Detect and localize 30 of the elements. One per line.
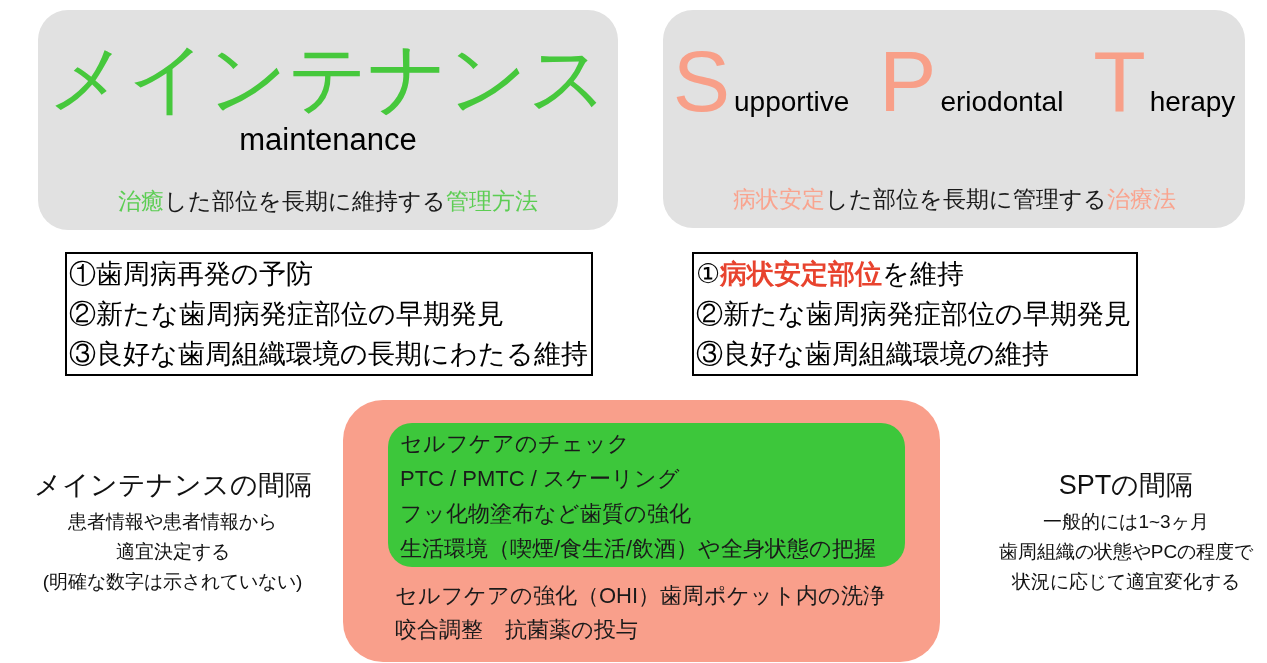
body-text: (明確な数字は示されていない) — [42, 570, 303, 594]
body-text: 患者情報や患者情報から — [68, 510, 277, 534]
list-item: ③良好な歯周組織環境の維持 — [696, 338, 1050, 371]
subtitle-text: maintenance — [239, 124, 417, 155]
section-heading: SPTの間隔 — [1058, 469, 1194, 502]
panel-text: 生活環境（喫煙/食生活/飲酒）や全身状態の把握 — [400, 535, 878, 563]
title-card — [38, 10, 618, 230]
description-text: 治癒した部位を長期に維持する管理方法 — [118, 190, 538, 213]
list-box — [692, 252, 1138, 376]
description-text: 病状安定した部位を長期に管理する治療法 — [732, 188, 1176, 211]
body-text: 適宜決定する — [115, 540, 230, 564]
panel-text: フッ化物塗布など歯質の強化 — [400, 500, 692, 528]
body-text: 一般的には1~3ヶ月 — [1043, 510, 1209, 534]
section-heading: メインテナンスの間隔 — [33, 469, 312, 502]
panel-text: セルフケアのチェック — [400, 430, 631, 458]
list-item: ③良好な歯周組織環境の長期にわたる維持 — [69, 338, 589, 371]
panel-text: PTC / PMTC / スケーリング — [400, 465, 681, 493]
list-item: ①歯周病再発の予防 — [69, 258, 314, 291]
title-text: メインテナンス — [48, 39, 608, 117]
body-text: 歯周組織の状態やPCの程度で — [998, 540, 1254, 564]
treatment-panel — [343, 400, 940, 662]
list-box — [65, 252, 593, 376]
care-panel — [388, 423, 905, 567]
list-item: ②新たな歯周病発症部位の早期発見 — [696, 298, 1132, 331]
panel-text: 咬合調整 抗菌薬の投与 — [395, 616, 639, 644]
body-text: 状況に応じて適宜変化する — [1012, 570, 1240, 594]
panel-text: セルフケアの強化（OHI）歯周ポケット内の洗浄 — [395, 582, 887, 610]
list-item: ②新たな歯周病発症部位の早期発見 — [69, 298, 505, 331]
list-item: ①病状安定部位を維持 — [696, 258, 965, 291]
title-card — [663, 10, 1245, 228]
